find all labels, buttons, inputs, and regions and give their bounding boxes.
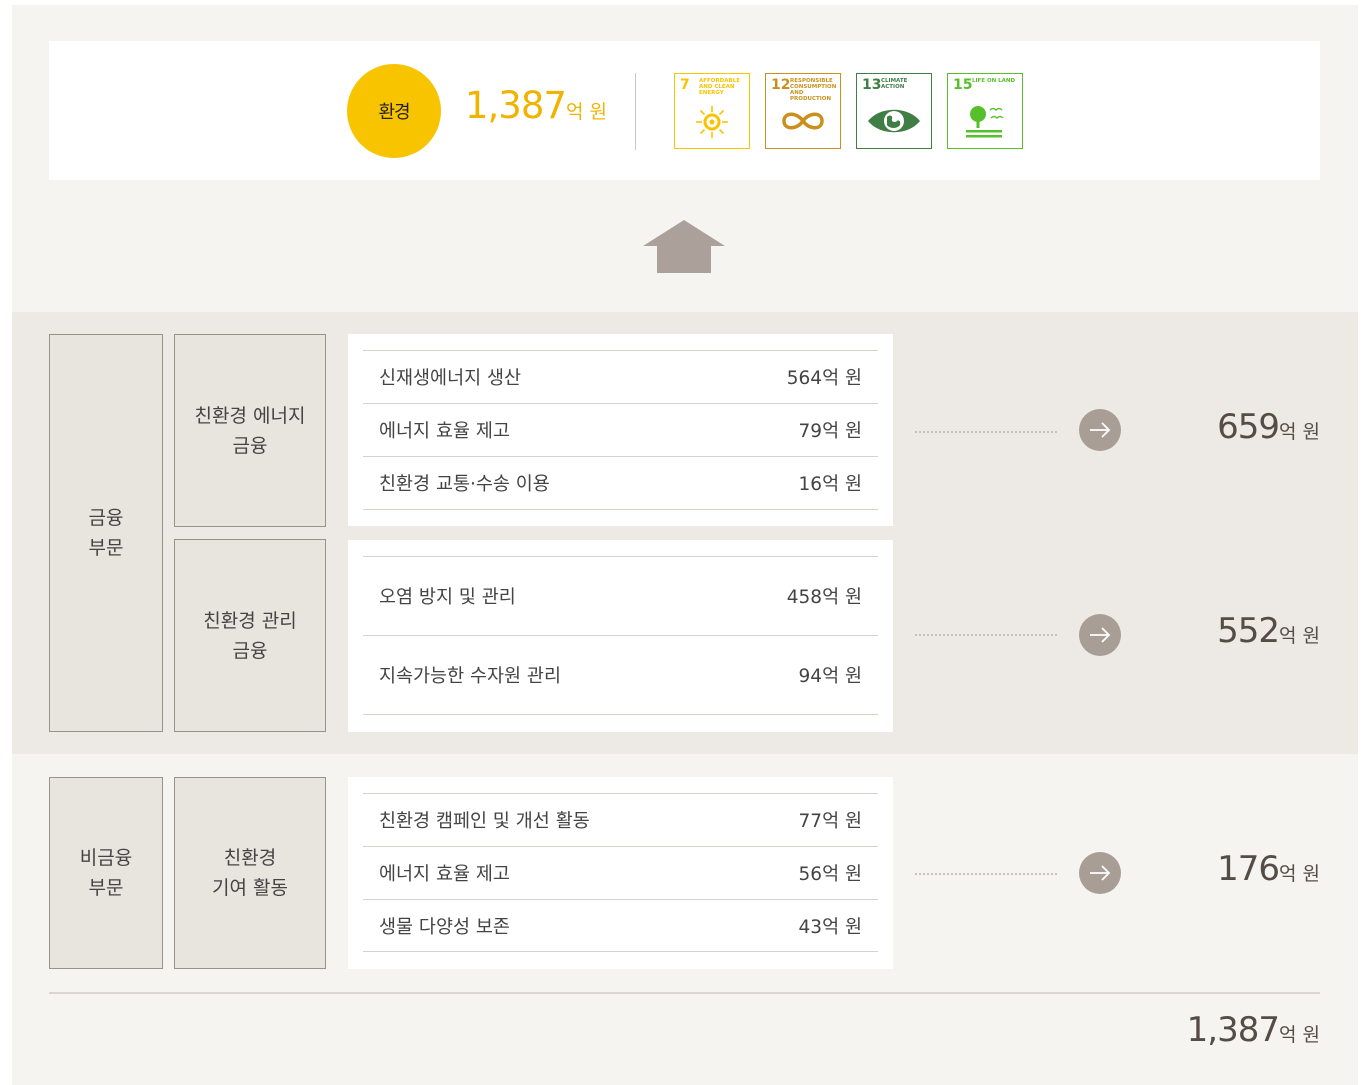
sdg-13-number: 13 (862, 77, 882, 93)
finance-sector-label: 금융 부문 (49, 334, 163, 732)
eco-contribution-table: 친환경 캠페인 및 개선 활동 77억 원 에너지 효율 제고 56억 원 생물… (348, 777, 893, 969)
item-name: 친환경 교통·수송 이용 (379, 474, 550, 495)
summary-total-number: 1,387 (465, 84, 567, 127)
eco-management-table: 오염 방지 및 관리 458억 원 지속가능한 수자원 관리 94억 원 (348, 540, 893, 732)
item-name: 친환경 캠페인 및 개선 활동 (379, 811, 590, 832)
table-row: 에너지 효율 제고 79억 원 (363, 403, 878, 456)
sun-icon (696, 106, 728, 138)
item-amount: 16억 원 (798, 474, 862, 495)
sdg-12-tile: 12 RESPONSIBLE CONSUMPTION AND PRODUCTIO… (765, 73, 841, 149)
subtotal-number: 659 (1217, 407, 1280, 447)
eco-energy-subtotal: 659억 원 (1217, 407, 1320, 447)
category-badge: 환경 (347, 64, 441, 158)
summary-total: 1,387억 원 (465, 84, 607, 127)
sdg-7-title: AFFORDABLE AND CLEAN ENERGY (699, 78, 740, 96)
table-row: 오염 방지 및 관리 458억 원 (363, 556, 878, 635)
sdg-13-title: CLIMATE ACTION (881, 78, 908, 90)
item-name: 신재생에너지 생산 (379, 368, 522, 389)
item-amount: 56억 원 (798, 864, 862, 885)
infinity-icon (782, 112, 824, 130)
item-name: 오염 방지 및 관리 (379, 587, 516, 608)
table-row: 생물 다양성 보존 43억 원 (363, 899, 878, 952)
right-arrow-icon (1079, 409, 1121, 451)
eco-contribution-subtotal: 176억 원 (1217, 849, 1320, 889)
table-row: 신재생에너지 생산 564억 원 (363, 350, 878, 403)
item-name: 에너지 효율 제고 (379, 864, 510, 885)
item-amount: 564억 원 (786, 368, 862, 389)
grand-total-unit: 억 원 (1279, 1024, 1320, 1046)
subtotal-unit: 억 원 (1279, 421, 1320, 443)
sdg-13-tile: 13 CLIMATE ACTION (856, 73, 932, 149)
subtotal-number: 552 (1217, 611, 1280, 651)
right-arrow-icon (1079, 852, 1121, 894)
dotted-connector (915, 873, 1057, 875)
sdg-15-tile: 15 LIFE ON LAND (947, 73, 1023, 149)
table-row: 친환경 캠페인 및 개선 활동 77억 원 (363, 793, 878, 846)
sdg-7-tile: 7 AFFORDABLE AND CLEAN ENERGY (674, 73, 750, 149)
sdg-7-number: 7 (680, 77, 690, 93)
tree-icon (966, 106, 1004, 138)
table-row: 에너지 효율 제고 56억 원 (363, 846, 878, 899)
subtotal-unit: 억 원 (1279, 863, 1320, 885)
grand-total: 1,387억 원 (1187, 1010, 1320, 1050)
item-amount: 458억 원 (786, 587, 862, 608)
item-name: 생물 다양성 보존 (379, 916, 510, 938)
eco-energy-finance-label: 친환경 에너지 금융 (174, 334, 326, 527)
item-amount: 43억 원 (798, 916, 862, 938)
eco-energy-table: 신재생에너지 생산 564억 원 에너지 효율 제고 79억 원 친환경 교통·… (348, 334, 893, 526)
eco-management-finance-label: 친환경 관리 금융 (174, 539, 326, 732)
summary-divider (635, 73, 636, 150)
eco-contribution-label: 친환경 기여 활동 (174, 777, 326, 969)
item-name: 지속가능한 수자원 관리 (379, 666, 561, 687)
eye-globe-icon (868, 109, 920, 133)
item-amount: 79억 원 (798, 421, 862, 442)
item-name: 에너지 효율 제고 (379, 421, 510, 442)
sdg-15-title: LIFE ON LAND (972, 78, 1016, 84)
item-amount: 77억 원 (798, 811, 862, 832)
subtotal-unit: 억 원 (1279, 625, 1320, 647)
table-row: 지속가능한 수자원 관리 94억 원 (363, 635, 878, 715)
up-arrow-icon (643, 220, 725, 273)
sdg-12-number: 12 (771, 77, 791, 93)
total-divider (49, 992, 1320, 994)
eco-management-subtotal: 552억 원 (1217, 611, 1320, 651)
item-amount: 94억 원 (798, 666, 862, 687)
grand-total-number: 1,387 (1186, 1010, 1280, 1050)
table-row: 친환경 교통·수송 이용 16억 원 (363, 456, 878, 510)
right-arrow-icon (1079, 614, 1121, 656)
dotted-connector (915, 431, 1057, 433)
summary-total-unit: 억 원 (565, 101, 607, 123)
sdg-12-title: RESPONSIBLE CONSUMPTION AND PRODUCTION (790, 78, 837, 102)
sdg-15-number: 15 (953, 77, 973, 93)
dotted-connector (915, 634, 1057, 636)
subtotal-number: 176 (1217, 849, 1280, 889)
nonfinance-sector-label: 비금융 부문 (49, 777, 163, 969)
